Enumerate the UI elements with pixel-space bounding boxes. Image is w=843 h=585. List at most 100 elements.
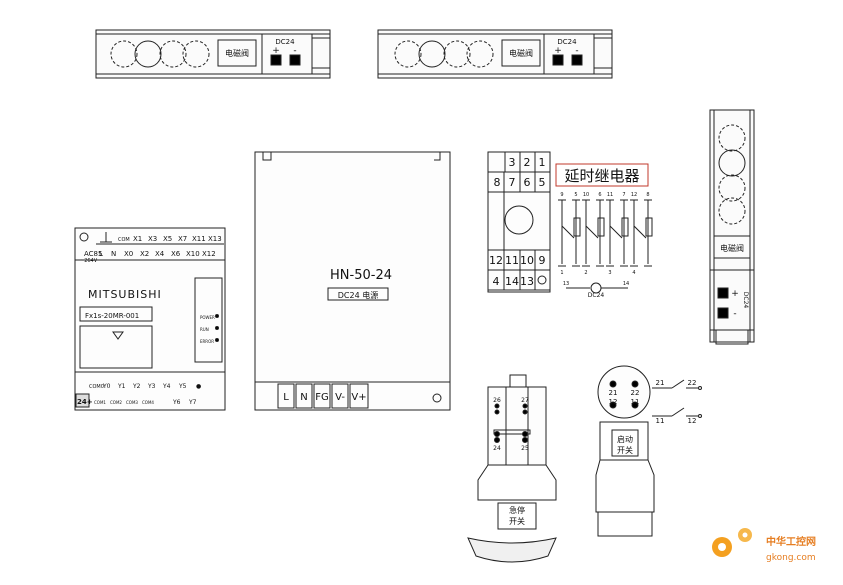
start-switch-symbol-labels: 21 22 11 12 bbox=[656, 379, 697, 425]
valve-power: DC24 bbox=[275, 38, 295, 46]
svg-text:11: 11 bbox=[607, 192, 613, 198]
svg-text:11: 11 bbox=[631, 398, 640, 406]
svg-text:8: 8 bbox=[646, 192, 649, 198]
valve-power: DC24 bbox=[742, 292, 749, 309]
svg-text:FG: FG bbox=[315, 392, 329, 403]
svg-text:X4: X4 bbox=[155, 250, 165, 258]
svg-text:1: 1 bbox=[539, 156, 546, 169]
svg-text:X3: X3 bbox=[148, 235, 157, 243]
valve-minus: - bbox=[575, 46, 578, 56]
svg-text:11: 11 bbox=[505, 254, 519, 267]
svg-text:21: 21 bbox=[609, 389, 618, 397]
svg-text:27: 27 bbox=[521, 397, 529, 404]
svg-text:X2: X2 bbox=[140, 250, 149, 258]
svg-text:13: 13 bbox=[563, 281, 569, 287]
plc-top-terminals: AC85 ~264V L N COM X1 X3 X5 X7 X11 X13 X… bbox=[80, 235, 222, 264]
svg-text:COM4: COM4 bbox=[142, 400, 154, 405]
svg-text:Y0: Y0 bbox=[102, 383, 111, 390]
valve-minus: - bbox=[733, 309, 736, 319]
svg-text:X6: X6 bbox=[171, 250, 181, 258]
psu-desc: DC24 电源 bbox=[338, 290, 378, 300]
power-supply bbox=[254, 151, 451, 411]
svg-text:5: 5 bbox=[574, 192, 577, 198]
svg-text:5: 5 bbox=[539, 176, 546, 189]
svg-text:X1: X1 bbox=[133, 235, 142, 243]
svg-text:26: 26 bbox=[493, 397, 501, 404]
svg-text:10: 10 bbox=[583, 192, 589, 198]
valve-label: 电磁阀 bbox=[509, 48, 533, 58]
svg-text:●: ● bbox=[196, 383, 201, 390]
relay-pin-labels: 9 5 10 6 11 7 12 8 1 2 3 4 13 14 bbox=[560, 192, 649, 287]
svg-text:25: 25 bbox=[521, 445, 529, 452]
solenoid-valve-top-right bbox=[377, 29, 613, 79]
svg-text:AC85: AC85 bbox=[84, 250, 102, 258]
start-switch-contacts: 21 22 12 11 bbox=[609, 389, 640, 406]
svg-text:V-: V- bbox=[335, 392, 345, 403]
svg-text:9: 9 bbox=[539, 254, 546, 267]
svg-text:Y2: Y2 bbox=[132, 383, 141, 390]
svg-text:8: 8 bbox=[494, 176, 501, 189]
svg-text:X7: X7 bbox=[178, 235, 187, 243]
gear-icon bbox=[712, 528, 752, 557]
svg-text:X11: X11 bbox=[192, 235, 206, 243]
svg-text:Y1: Y1 bbox=[117, 383, 126, 390]
svg-text:22: 22 bbox=[688, 379, 697, 387]
svg-text:2: 2 bbox=[584, 270, 587, 276]
watermark-cn: 中华工控网 bbox=[766, 535, 816, 548]
svg-text:COM2: COM2 bbox=[110, 400, 122, 405]
svg-text:L: L bbox=[99, 250, 103, 258]
valve-plus: + bbox=[554, 46, 562, 56]
svg-text:9: 9 bbox=[560, 192, 563, 198]
svg-text:14: 14 bbox=[623, 281, 629, 287]
solenoid-valve-top-left bbox=[95, 29, 331, 79]
svg-text:24: 24 bbox=[493, 445, 501, 452]
svg-text:24+: 24+ bbox=[77, 398, 93, 406]
emergency-stop-label-1: 急停 bbox=[509, 505, 525, 515]
relay-title: 延时继电器 bbox=[564, 167, 639, 185]
svg-text:3: 3 bbox=[509, 156, 516, 169]
psu-terminals: L N FG V- V+ bbox=[283, 392, 366, 403]
start-switch-label-1: 启动 bbox=[617, 434, 633, 444]
relay-coil-label: DC24 bbox=[588, 292, 605, 299]
plc-led-power: POWER bbox=[200, 315, 215, 320]
plc-module bbox=[74, 227, 226, 411]
svg-text:1: 1 bbox=[560, 270, 563, 276]
svg-text:21: 21 bbox=[656, 379, 665, 387]
emergency-stop-switch bbox=[467, 374, 557, 563]
svg-text:7: 7 bbox=[509, 176, 516, 189]
emergency-stop-label-2: 开关 bbox=[509, 516, 525, 526]
svg-text:7: 7 bbox=[622, 192, 625, 198]
svg-text:N: N bbox=[111, 250, 116, 258]
relay-socket bbox=[487, 151, 551, 293]
plc-model: Fx1s-20MR-001 bbox=[85, 312, 139, 320]
svg-text:X12: X12 bbox=[202, 250, 216, 258]
svg-text:COM: COM bbox=[118, 237, 130, 243]
svg-text:COM1: COM1 bbox=[94, 400, 106, 405]
svg-text:11: 11 bbox=[656, 417, 665, 425]
svg-text:4: 4 bbox=[493, 275, 500, 288]
svg-text:12: 12 bbox=[631, 192, 637, 198]
svg-text:~264V: ~264V bbox=[80, 258, 98, 264]
start-switch-label-2: 开关 bbox=[617, 445, 633, 455]
svg-text:12: 12 bbox=[489, 254, 503, 267]
svg-text:4: 4 bbox=[632, 270, 635, 276]
svg-text:N: N bbox=[300, 392, 307, 403]
svg-text:Y7: Y7 bbox=[188, 399, 197, 406]
svg-text:Y5: Y5 bbox=[178, 383, 187, 390]
svg-text:13: 13 bbox=[520, 275, 534, 288]
valve-plus: + bbox=[272, 46, 280, 56]
svg-text:6: 6 bbox=[524, 176, 531, 189]
svg-text:12: 12 bbox=[609, 398, 618, 406]
svg-text:Y3: Y3 bbox=[147, 383, 156, 390]
svg-text:6: 6 bbox=[598, 192, 601, 198]
svg-text:Y4: Y4 bbox=[162, 383, 171, 390]
valve-power: DC24 bbox=[557, 38, 577, 46]
plc-led-error: ERROR bbox=[200, 339, 214, 344]
svg-text:2: 2 bbox=[524, 156, 531, 169]
svg-text:X0: X0 bbox=[124, 250, 133, 258]
plc-brand: MITSUBISHI bbox=[88, 288, 162, 301]
svg-text:12: 12 bbox=[688, 417, 697, 425]
valve-plus: + bbox=[731, 289, 739, 299]
svg-text:14: 14 bbox=[505, 275, 519, 288]
